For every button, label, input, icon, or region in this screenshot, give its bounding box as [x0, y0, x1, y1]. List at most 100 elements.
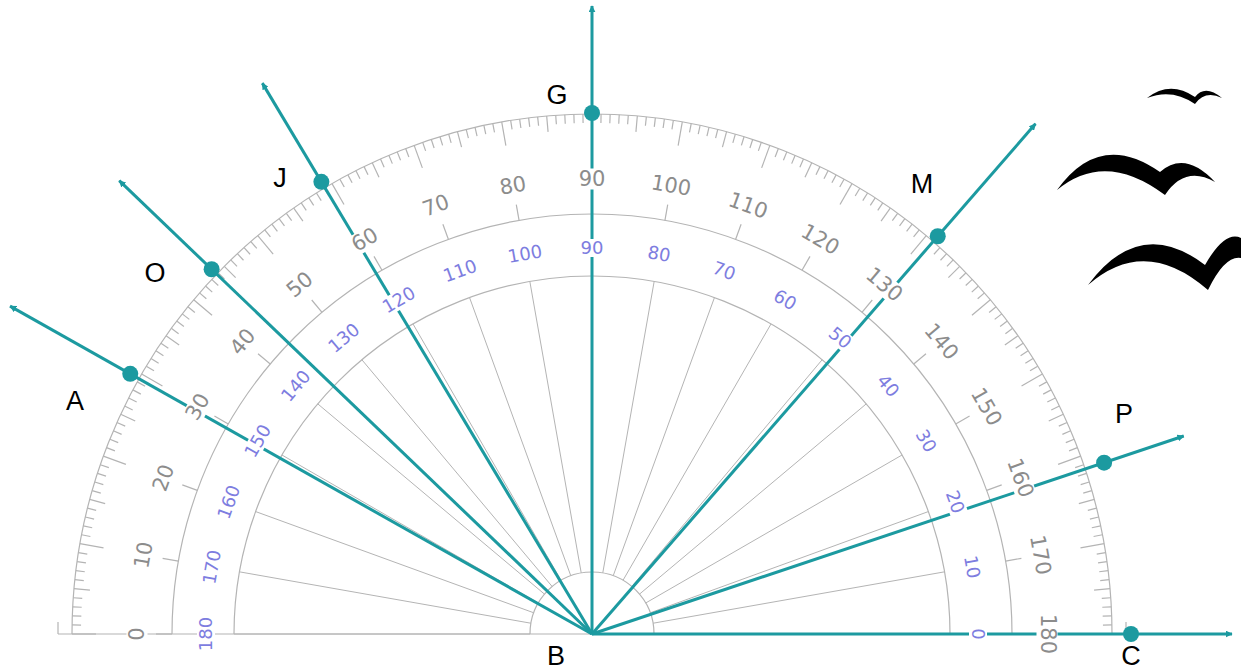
degree-tick	[716, 129, 718, 138]
radial-guide	[234, 634, 530, 635]
degree-tick	[1059, 422, 1067, 426]
degree-tick	[547, 116, 548, 132]
degree-tick	[654, 118, 655, 127]
scale-tick	[987, 485, 1002, 490]
degree-tick	[855, 188, 860, 196]
degree-tick	[1079, 499, 1094, 503]
degree-tick	[555, 115, 557, 124]
radial-guide	[639, 404, 866, 594]
point-dot	[204, 261, 220, 277]
degree-tick	[678, 122, 682, 146]
outer-scale-number: 130	[862, 264, 908, 307]
degree-tick	[881, 208, 890, 221]
degree-tick	[77, 562, 86, 563]
scale-tick	[956, 416, 970, 424]
degree-tick	[414, 145, 422, 168]
outer-scale-number: 180	[1037, 613, 1058, 655]
degree-tick	[627, 115, 629, 124]
point-dot	[313, 174, 329, 190]
degree-tick	[840, 184, 852, 205]
degree-tick	[800, 159, 804, 167]
degree-tick	[1102, 606, 1111, 608]
degree-tick	[237, 254, 243, 261]
degree-tick	[758, 142, 761, 151]
degree-tick	[125, 406, 133, 410]
degree-tick	[1039, 382, 1047, 386]
outer-scale-number: 110	[724, 189, 771, 223]
degree-tick	[121, 414, 136, 421]
degree-tick	[947, 260, 953, 266]
degree-tick	[212, 279, 219, 285]
inner-scale-number: 110	[440, 257, 480, 286]
degree-tick	[113, 431, 121, 435]
outer-scale-number: 20	[150, 461, 180, 495]
degree-tick	[600, 114, 601, 123]
degree-tick	[406, 149, 409, 157]
degree-tick	[900, 219, 905, 226]
degree-tick	[1058, 456, 1081, 464]
inner-scale-number: 70	[709, 259, 739, 284]
outer-scale-number: 10	[131, 539, 157, 571]
degree-tick	[265, 230, 271, 237]
outer-scale-number: 80	[497, 173, 529, 199]
degree-tick	[636, 116, 637, 132]
degree-tick	[1100, 579, 1109, 581]
degree-tick	[1098, 562, 1107, 563]
degree-tick	[892, 213, 897, 220]
inner-scale-number: 90	[580, 239, 605, 257]
degree-tick	[762, 145, 770, 168]
radial-guide	[362, 360, 552, 587]
degree-tick	[573, 114, 575, 123]
degree-tick	[1078, 473, 1087, 476]
degree-tick	[82, 535, 91, 537]
point-label: B	[547, 643, 565, 670]
point-label: G	[546, 82, 567, 109]
degree-tick	[1103, 615, 1112, 617]
degree-tick	[73, 606, 82, 608]
radial-guide	[613, 298, 714, 576]
inner-scale-number: 150	[241, 421, 275, 461]
scale-tick	[1006, 558, 1022, 561]
degree-tick	[529, 118, 530, 127]
point-label: C	[1121, 643, 1141, 670]
degree-tick	[194, 300, 212, 315]
degree-tick	[73, 597, 82, 599]
degree-tick	[645, 117, 647, 126]
degree-tick	[78, 553, 87, 554]
degree-tick	[258, 236, 273, 254]
degree-tick	[1094, 535, 1103, 537]
degree-tick	[231, 260, 237, 266]
degree-tick	[87, 508, 96, 510]
radial-guide	[413, 324, 561, 580]
base-side	[57, 622, 58, 634]
scale-tick	[665, 205, 668, 221]
degree-tick	[698, 125, 700, 134]
degree-tick	[663, 119, 664, 128]
degree-tick	[564, 115, 566, 124]
inner-scale-number: 50	[825, 323, 856, 353]
degree-tick	[161, 343, 168, 348]
degree-tick	[1005, 328, 1012, 333]
degree-tick	[978, 293, 985, 299]
outer-scale-number: 100	[648, 172, 693, 200]
inner-scale-number: 20	[942, 487, 967, 517]
degree-tick	[133, 390, 141, 394]
radial-guide	[239, 572, 531, 623]
degree-tick	[582, 114, 583, 123]
degree-tick	[989, 307, 996, 313]
degree-tick	[960, 273, 966, 279]
degree-tick	[110, 439, 118, 442]
degree-tick	[100, 465, 109, 468]
radial-guide	[650, 512, 928, 613]
degree-tick	[1005, 336, 1018, 345]
degree-tick	[251, 242, 257, 249]
degree-tick	[224, 266, 235, 277]
degree-tick	[1000, 321, 1007, 326]
degree-tick	[146, 366, 154, 371]
degree-tick	[72, 615, 81, 617]
degree-tick	[200, 293, 207, 299]
degree-tick	[1049, 414, 1064, 421]
degree-tick	[244, 248, 250, 255]
point-label: A	[66, 388, 84, 415]
